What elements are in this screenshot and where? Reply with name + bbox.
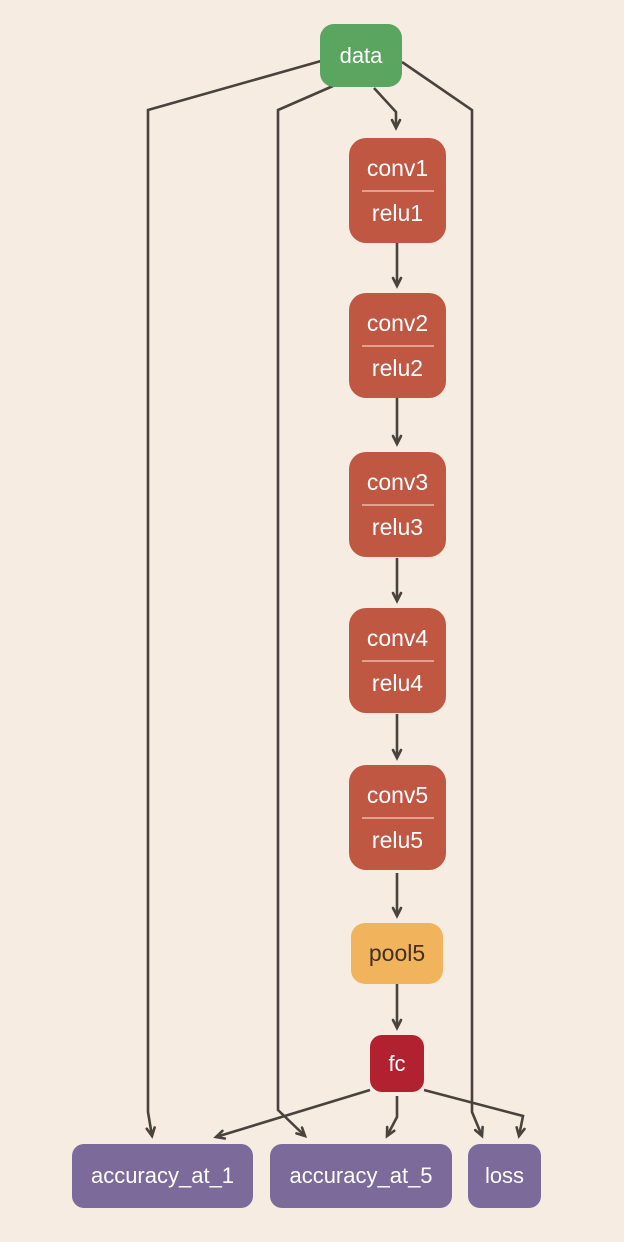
divider	[361, 503, 434, 506]
node-fc[interactable]: fc	[370, 1035, 424, 1092]
node-pool5[interactable]: pool5	[351, 923, 443, 984]
node-conv4[interactable]: conv4 relu4	[349, 608, 446, 713]
conv2-label: conv2	[366, 309, 429, 336]
node-accuracy-at-1[interactable]: accuracy_at_1	[72, 1144, 253, 1208]
edge-data-loss	[401, 60, 484, 1139]
node-conv3[interactable]: conv3 relu3	[349, 452, 446, 557]
node-conv5[interactable]: conv5 relu5	[349, 765, 446, 870]
edge-fc-accuracy_at_1	[213, 1088, 371, 1140]
accuracy-at-5-label: accuracy_at_5	[289, 1163, 433, 1188]
conv4-label: conv4	[366, 624, 429, 651]
edge-data-accuracy_at_1	[145, 59, 322, 1139]
edge-data-conv1	[373, 87, 402, 131]
relu3-label: relu3	[371, 513, 424, 540]
relu5-label: relu5	[371, 826, 424, 853]
edge-data-accuracy_at_5	[276, 84, 334, 1139]
node-conv1[interactable]: conv1 relu1	[349, 138, 446, 243]
divider	[361, 659, 434, 662]
accuracy-at-1-label: accuracy_at_1	[90, 1163, 235, 1188]
edge-fc-loss	[423, 1088, 526, 1139]
node-conv2[interactable]: conv2 relu2	[349, 293, 446, 398]
divider	[361, 189, 434, 192]
relu1-label: relu1	[371, 199, 424, 226]
node-data[interactable]: data	[320, 24, 402, 87]
conv1-label: conv1	[366, 154, 429, 181]
divider	[361, 344, 434, 347]
node-data-label: data	[339, 42, 383, 68]
edge-fc-accuracy_at_5	[385, 1096, 399, 1139]
fc-label: fc	[388, 1050, 406, 1076]
pool5-label: pool5	[368, 940, 426, 966]
loss-label: loss	[484, 1163, 525, 1188]
node-accuracy-at-5[interactable]: accuracy_at_5	[270, 1144, 452, 1208]
node-loss[interactable]: loss	[468, 1144, 541, 1208]
conv5-label: conv5	[366, 781, 429, 808]
relu4-label: relu4	[371, 669, 424, 696]
divider	[361, 816, 434, 819]
relu2-label: relu2	[371, 354, 424, 381]
conv3-label: conv3	[366, 468, 429, 495]
